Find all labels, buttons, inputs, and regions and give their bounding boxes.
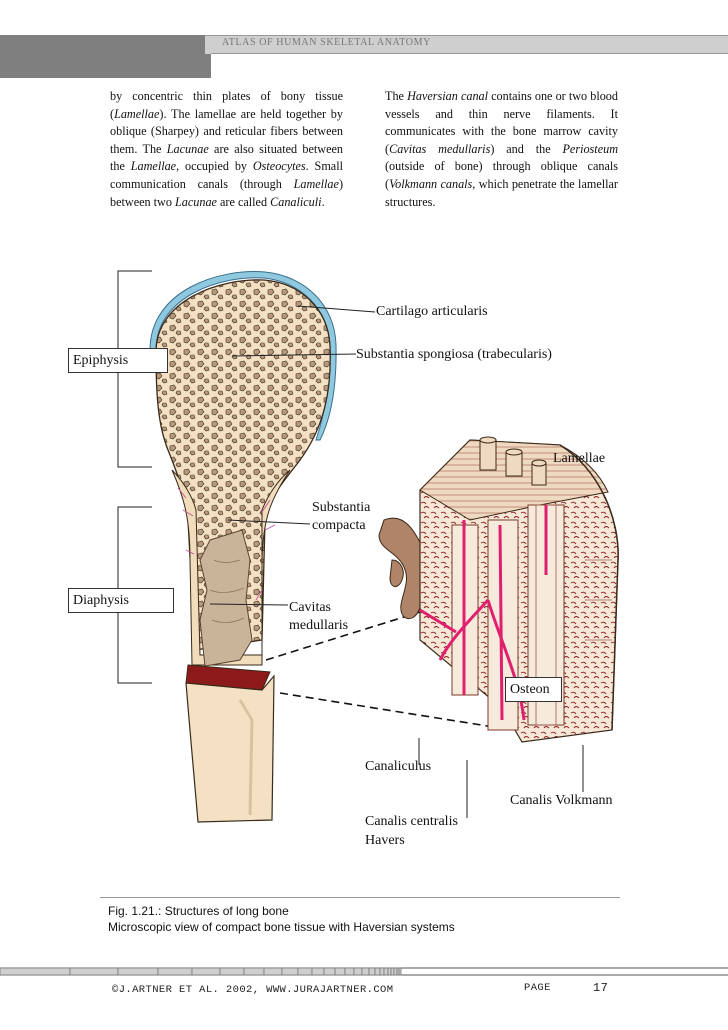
label-canalis-centralis-2: Havers (365, 833, 405, 848)
medullary-cavity (199, 529, 253, 667)
diaphysis-compact-bone (171, 469, 291, 666)
epiphysis-spongy-bone (155, 279, 331, 651)
italic-term: Lamellae (130, 159, 177, 174)
italic-term: Periosteum (562, 141, 618, 156)
label-canaliculus: Canaliculus (365, 759, 432, 774)
text-run: The (385, 89, 408, 103)
text-run: are also situated between the (110, 141, 343, 174)
label-lamellae: Lamellae (553, 451, 606, 466)
text-run: ). The lamellae are held together by obl… (110, 106, 343, 156)
footer-copyright: ©J.ARTNER ET AL. 2002, WWW.JURAJARTNER.C… (112, 984, 394, 996)
footer-page-number: 17 (593, 981, 609, 995)
label-cavitas-medullaris-1: Cavitas (289, 600, 331, 615)
label-epiphysis: Epiphysis (68, 348, 168, 373)
italic-term: Lamellae (293, 176, 339, 191)
caption-rule (100, 897, 620, 898)
text-run: ) between two (110, 176, 343, 209)
italic-term: Lamellae (114, 106, 160, 121)
label-osteon: Osteon (505, 677, 562, 702)
footer-page-label: PAGE (524, 982, 551, 994)
text-run: . (321, 194, 325, 209)
label-substantia-compacta-2: compacta (312, 518, 366, 533)
running-header-title: ATLAS OF HUMAN SKELETAL ANATOMY (222, 37, 431, 48)
text-run: , occupied by (176, 159, 253, 174)
header-bar (205, 35, 728, 54)
text-column-left: by concentric thin plates of bony tissue… (110, 88, 343, 211)
articular-cartilage (149, 271, 337, 441)
italic-term: Osteocytes (252, 159, 306, 174)
label-substantia-spongiosa: Substantia spongiosa (trabecularis) (356, 347, 552, 362)
label-substantia-compacta-1: Substantia (312, 500, 371, 515)
header-block (0, 35, 211, 78)
italic-term: Lacunae (166, 141, 209, 156)
text-column-right: The Haversian canal contains one or two … (385, 88, 618, 211)
label-canalis-volkmann: Canalis Volkmann (510, 793, 613, 808)
italic-term: Haversian canal (407, 89, 489, 103)
italic-term: Cavitas medullaris (389, 141, 491, 156)
text-run: are called (216, 194, 271, 209)
label-canalis-centralis-1: Canalis centralis (365, 814, 458, 829)
italic-term: Canaliculi (270, 194, 322, 209)
italic-term: Lacunae (174, 194, 217, 209)
label-diaphysis: Diaphysis (68, 588, 174, 613)
text-run: by concentric thin plates of bony tissue… (110, 89, 343, 121)
caption-line-1: Fig. 1.21.: Structures of long bone (108, 904, 289, 918)
text-run: , which penetrate the lamellar structure… (385, 176, 618, 209)
label-cartilago-articularis: Cartilago articularis (376, 304, 488, 319)
text-run: . Small communication canals (through (110, 159, 343, 191)
italic-term: Volkmann canals (389, 176, 473, 191)
footer-decorative-strip (0, 967, 728, 976)
caption-line-2: Microscopic view of compact bone tissue … (108, 920, 455, 934)
text-run: ) and the (490, 141, 563, 156)
text-run: contains one or two blood vessels and th… (385, 89, 618, 156)
osteon-block (378, 436, 619, 743)
label-cavitas-medullaris-2: medullaris (289, 618, 349, 633)
header-rule (211, 53, 728, 54)
lower-shaft (185, 674, 275, 823)
text-run: (outside of bone) through oblique canals… (385, 159, 618, 191)
